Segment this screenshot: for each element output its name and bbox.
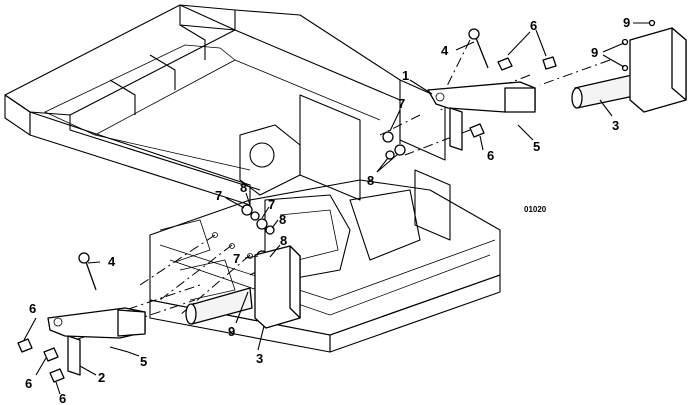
callout-4: 4 (441, 43, 449, 58)
callout-8: 8 (367, 173, 374, 188)
callout-9: 9 (591, 45, 598, 60)
callout-labels: 1 4 6 9 9 3 5 6 7 8 7 8 7 8 7 8 4 6 6 6 … (25, 15, 630, 405)
assembly-lines (74, 39, 611, 341)
callout-5: 5 (140, 354, 147, 369)
callout-6: 6 (59, 391, 66, 405)
callout-6: 6 (487, 148, 494, 163)
callout-3: 3 (612, 118, 619, 133)
upper-weight-plate (629, 27, 687, 113)
callout-9: 9 (228, 324, 235, 339)
machine-frame (4, 4, 501, 353)
callout-7: 7 (233, 251, 240, 266)
callout-1: 1 (402, 68, 409, 83)
upper-weight-bar (571, 74, 635, 109)
callout-6: 6 (29, 301, 36, 316)
lower-weight-plate (254, 245, 301, 329)
upper-nuts (382, 19, 656, 160)
callout-2: 2 (98, 370, 105, 385)
callout-4: 4 (108, 254, 116, 269)
callout-8: 8 (279, 212, 286, 227)
callout-9: 9 (623, 15, 630, 30)
callout-5: 5 (533, 139, 540, 154)
upper-clevis-pin (468, 28, 489, 69)
lower-bolts (17, 338, 65, 383)
lower-weight-bar (185, 287, 253, 325)
leader-lines (23, 22, 650, 395)
callout-8: 8 (240, 180, 247, 195)
figure-code: 01020 (524, 205, 547, 214)
callout-3: 3 (256, 351, 263, 366)
callout-6: 6 (25, 376, 32, 391)
upper-bolts (469, 56, 557, 138)
upper-mounting-bracket (427, 81, 536, 151)
lower-clevis-pin (78, 252, 97, 291)
lower-mounting-bracket (47, 307, 146, 376)
callout-6: 6 (530, 18, 537, 33)
callout-7: 7 (268, 197, 275, 212)
callout-8: 8 (280, 233, 287, 248)
callout-7: 7 (215, 188, 222, 203)
callout-7: 7 (398, 96, 405, 111)
